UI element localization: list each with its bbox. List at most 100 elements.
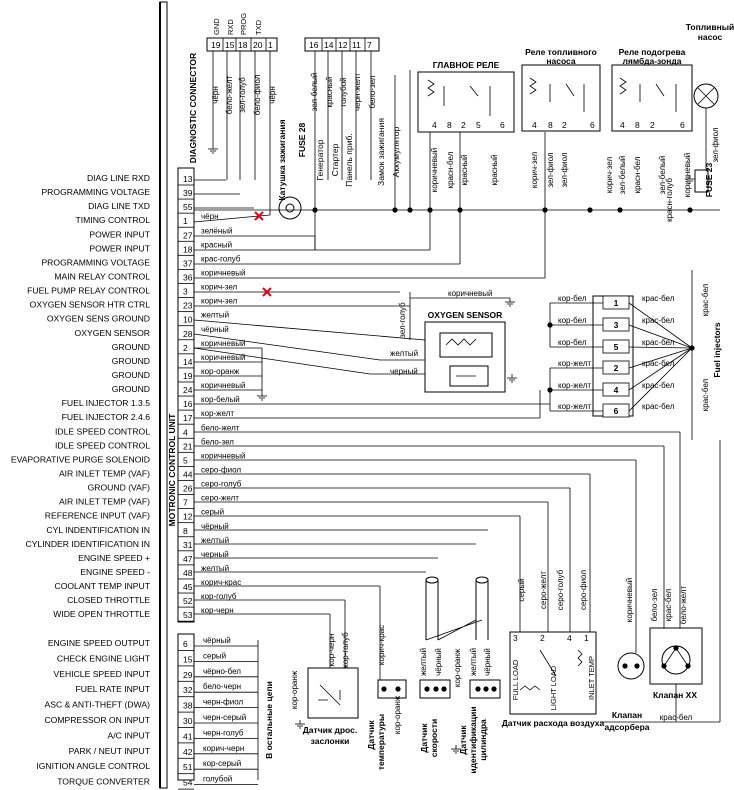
ignition-pin: 11 [352,40,361,50]
main-relay-pin: 2 [461,120,466,130]
heater-relay-wire-color: корич-зел [605,157,614,194]
afm-pin: 2 [540,633,545,643]
main-relay-wire-color: красн-бел [446,151,455,188]
ecu-signal-label: FUEL INJECTOR 1.3.5 [62,398,151,408]
oxygen-wire-color: черный [390,367,418,376]
coolant-wire-color: кор-оранж [393,695,402,734]
throttle-sensor-title: Датчик дрос. [303,725,357,735]
injector-box [602,339,630,354]
afm-pin: 4 [567,633,572,643]
ecu-signal-label: GROUND [112,384,150,394]
injector-number: 1 [614,298,619,308]
ecu-wire-color: кор-черн [201,606,234,615]
ecu-signal-label: TORQUE CONVERTER [57,777,150,787]
main-relay-pin: 4 [432,120,437,130]
ecu-signal-label: GROUND [112,342,150,352]
junction-dot [427,207,433,213]
twisted-pair-icon [425,619,483,641]
afm-circuit-icon [519,649,583,691]
speed-pin-dot [424,686,430,692]
injector-number: 3 [614,320,619,330]
adsorber-pin-dot [634,663,640,669]
speed-sensor-title: Датчик [419,723,429,753]
wire [628,347,693,391]
injector-left-wire: кор-бел [558,316,587,325]
wire [628,346,693,349]
ecu-signal-label: ENGINE SPEED OUTPUT [48,638,151,648]
wire [628,347,693,369]
ecu-pin-number: 32 [183,685,193,695]
ignition-label: Генератор [315,139,325,180]
ecu-pin-number: 27 [183,230,193,240]
cyl-pin-dot [483,686,489,692]
ecu-signal-label: FUEL RATE INPUT [76,684,151,694]
ecu-pin-number: 2 [183,343,188,353]
relay-coil-icon [529,77,585,112]
ecu-wire-color: желтый [201,564,229,573]
diag-top-label: PROG [239,13,248,35]
ecu-signal-label: MAIN RELAY CONTROL [54,271,150,281]
fuel-pump-relay-pin: 2 [562,120,567,130]
diag-top-label: GND [212,18,221,35]
ecu-pin-number: 41 [183,731,193,741]
injector-left-wire: кор-бел [558,294,587,303]
injector-left-wire: кор-желт [558,402,591,411]
ecu-pin-number: 23 [183,301,193,311]
main-relay-wire-color: коричневый [430,148,439,192]
injector-left-wire: кор-бел [558,338,587,347]
ecu-pin-number: 16 [183,399,193,409]
ecu-pin-number: 19 [183,371,193,381]
ecu-pin-number: 52 [183,596,193,606]
fuel-pump-relay-wire-color: зел-фиол [546,152,555,187]
ecu-wire-color: корич-зел [201,283,238,292]
throttle-sensor-title: заслонки [311,736,350,746]
ecu-pin-number: 8 [183,526,188,536]
speed-pin-dot [441,686,447,692]
ecu-signal-label: GROUND [112,356,150,366]
adsorber-pin-dot [622,663,628,669]
ecu-title: MOTRONIC CONTROL UNIT [167,413,177,527]
cyl-sensor-title: Датчик [458,725,468,755]
main-relay-pin: 5 [476,120,481,130]
ecu-pin-number: 39 [183,188,193,198]
ecu-wire-color: крас-голуб [201,254,241,263]
throttle-wire-color: кор-черн [327,634,336,667]
diag-pin: 19 [211,40,221,50]
ignition-label: Стартер [330,143,340,176]
ecu-signal-label: CLOSED THROTTLE [67,595,150,605]
other-circuits-label: В остальные цепи [264,681,274,759]
junction-dot [587,207,593,213]
ignition-pin: 12 [338,40,348,50]
heater-relay-wire-color: зел-белый [618,156,627,195]
ignition-pin: 16 [309,40,319,50]
ecu-signal-label: CYLINDER IDENTIFICATION IN [26,539,150,549]
relay-coil-icon [427,79,491,116]
cut-mark-icon [262,287,272,297]
ecu-pin-number: 48 [183,568,193,578]
ecu-wire-color: черн-серый [203,713,246,722]
ecu-wire-color: чёрный [201,522,229,531]
cyl-wire-color: кор-оранж [453,648,462,687]
ecu-pin-number: 30 [183,716,193,726]
ecu-pin-number: 5 [183,455,188,465]
ecu-signal-label: COOLANT TEMP INPUT [54,581,150,591]
coil-label: Катушка зажигания [277,119,287,200]
ecu-pin-number: 10 [183,315,193,325]
ecu-wire-color: кор-голуб [201,592,237,601]
ecu-wire-color: коричневый [201,451,245,460]
heater-relay-title: Реле подогрева [619,47,686,57]
junction-dot [407,207,413,213]
ecu-pin-number: 37 [183,258,193,268]
oxygen-wire-color: зел-голуб [398,302,407,338]
diag-top-label: TXD [254,19,263,35]
afm-pin: 3 [513,633,518,643]
throttle-wire-color: кор-голуб [341,632,350,668]
ignition-wire-color: зел-белый [310,73,319,112]
cyl-sensor-title: цилиндра [478,719,488,761]
ecu-wire-color: коричневый [201,268,245,277]
ecu-pin-number: 18 [183,244,193,254]
ecu-wire-color: черн-фиол [203,698,243,707]
ecu-signal-label: DIAG LINE RXD [87,173,150,183]
ecu-pin-number: 12 [183,512,193,522]
fuel-pump-relay-pin: 6 [590,120,595,130]
